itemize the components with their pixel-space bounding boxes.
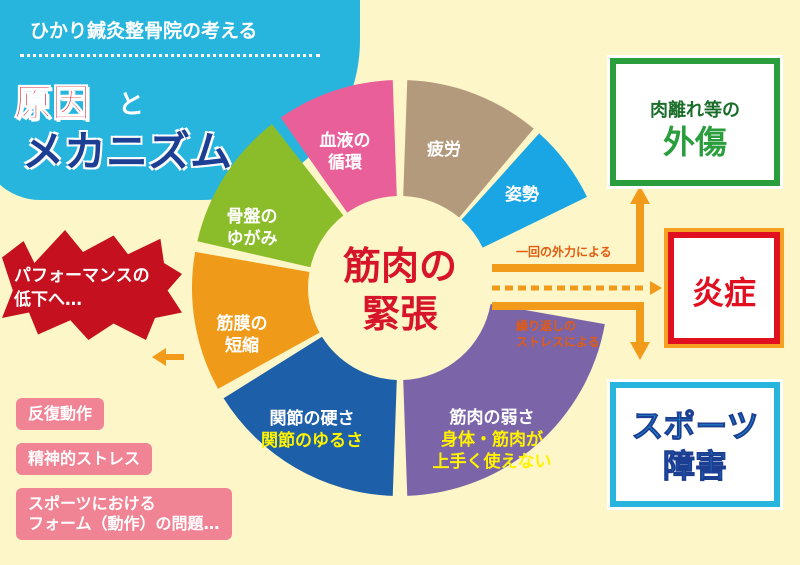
segment-label: 関節の硬さ xyxy=(269,409,355,429)
segment-blood: 血液の循環 xyxy=(320,130,371,174)
arrowhead-right-icon xyxy=(650,281,662,295)
segment-fascia: 筋膜の短縮 xyxy=(217,313,268,357)
segment-label: 疲労 xyxy=(427,140,461,160)
center-muscle-tension: 筋肉の緊張 xyxy=(343,242,457,338)
outcome-label: 障害 xyxy=(662,447,727,486)
segment-label: 筋肉の弱さ xyxy=(449,408,535,428)
outcome-label: スポーツ xyxy=(631,407,759,446)
arrow-to-performance xyxy=(166,354,184,360)
label-line: ストレスによる xyxy=(516,335,600,349)
wheel-segment-muscle-weakness xyxy=(403,303,605,496)
outcome-trauma: 肉離れ等の 外傷 xyxy=(607,55,783,189)
label-single-force: 一回の外力による xyxy=(516,245,612,259)
wheel-segment-blood xyxy=(280,80,397,213)
outcome-sports-injury: スポーツ 障害 xyxy=(607,379,783,510)
clinic-subtitle: ひかり鍼灸整骨院の考える xyxy=(30,20,258,42)
wheel-segment-joints xyxy=(223,336,397,496)
segment-fatigue: 疲労 xyxy=(427,139,461,161)
performance-decline: パフォーマンスの低下へ… xyxy=(14,264,150,312)
segment-label: 関節のゆるさ xyxy=(261,431,363,451)
segment-posture: 姿勢 xyxy=(505,184,539,206)
arrowhead-down-icon xyxy=(630,342,650,360)
factor-line: フォーム（動作）の問題… xyxy=(28,514,220,533)
segment-label: 上手く使えない xyxy=(432,452,552,472)
segment-label: 骨盤の xyxy=(226,207,278,227)
segment-label: 短縮 xyxy=(225,336,259,356)
segment-label: 血液の xyxy=(319,131,371,151)
segment-label: ゆがみ xyxy=(226,229,278,249)
label-repeated-stress: 繰り返しのストレスによる xyxy=(516,318,600,350)
factor-line: スポーツにおける xyxy=(28,494,156,513)
wheel-segment-fascia xyxy=(191,251,320,389)
segment-joints: 関節の硬さ関節のゆるさ xyxy=(261,408,363,452)
factor-form-problem: スポーツにおけるフォーム（動作）の問題… xyxy=(16,488,232,540)
arrow-to-sports xyxy=(492,302,644,345)
wheel-segment-fatigue xyxy=(403,80,534,218)
center-label: 緊張 xyxy=(361,292,439,336)
arrow-to-trauma xyxy=(492,200,644,272)
outcome-label: 外傷 xyxy=(662,123,727,161)
center-label: 筋肉の xyxy=(342,244,458,288)
title-mechanism: メカニズム xyxy=(22,127,233,176)
segment-label: 身体・筋肉が xyxy=(441,430,543,450)
wheel-segment-posture xyxy=(461,133,587,248)
segment-label: 姿勢 xyxy=(505,185,539,205)
wheel-segment-pelvis xyxy=(197,124,344,268)
label-line: 繰り返しの xyxy=(516,319,577,333)
segment-label: 筋膜の xyxy=(216,314,268,334)
outcome-label: 炎症 xyxy=(691,274,756,312)
performance-line: パフォーマンスの xyxy=(14,266,150,286)
outcome-inflammation: 炎症 xyxy=(664,228,784,348)
arrowhead-up-icon xyxy=(630,186,650,204)
title-and: と xyxy=(118,90,145,120)
factor-repetitive-motion: 反復動作 xyxy=(16,398,105,430)
segment-pelvis: 骨盤のゆがみ xyxy=(227,206,278,250)
outcome-label: 肉離れ等の xyxy=(650,100,740,121)
title-cause: 原因 xyxy=(13,81,91,126)
segment-muscle-weakness: 筋肉の弱さ身体・筋肉が上手く使えない xyxy=(433,407,552,473)
divider xyxy=(20,54,320,57)
arrowhead-left-icon xyxy=(152,348,166,366)
factor-mental-stress: 精神的ストレス xyxy=(16,443,153,475)
segment-label: 循環 xyxy=(328,153,362,173)
performance-line: 低下へ… xyxy=(14,290,82,310)
